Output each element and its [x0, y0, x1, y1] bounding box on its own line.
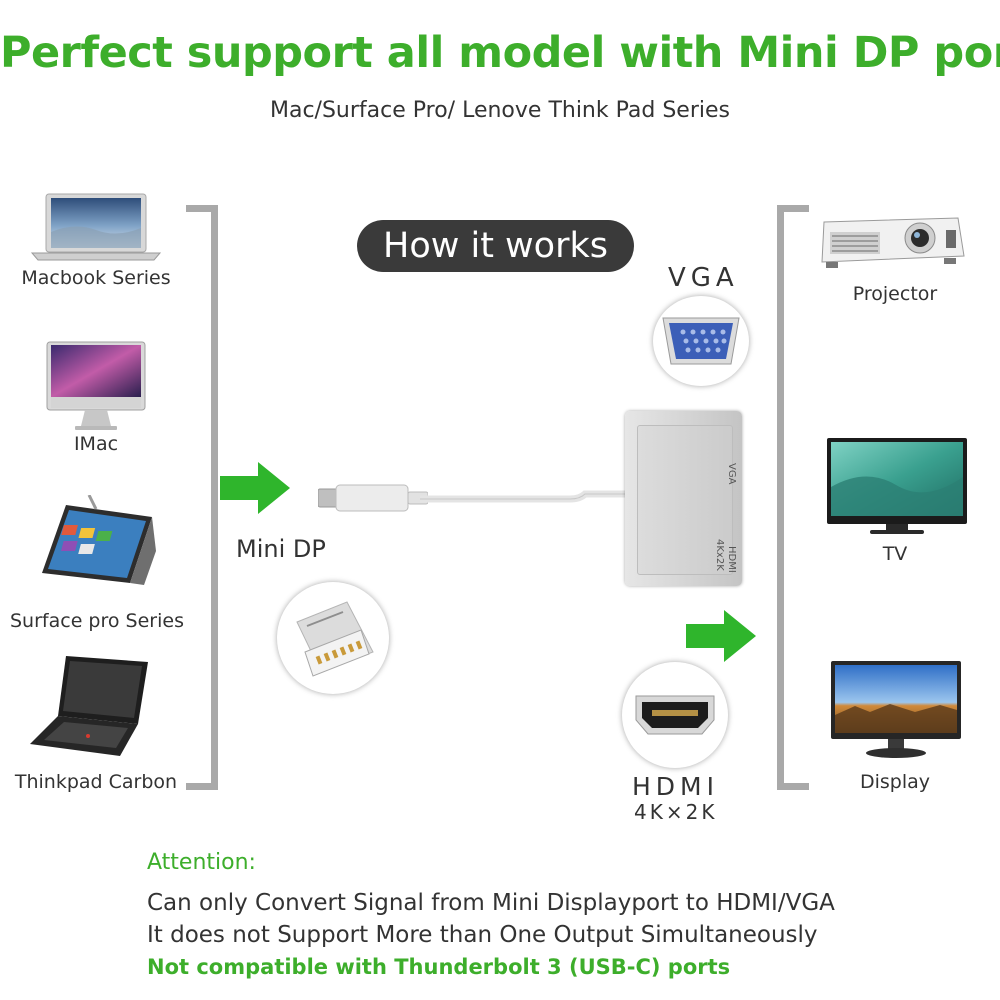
page-subtitle: Mac/Surface Pro/ Lenove Think Pad Series [270, 98, 730, 123]
laptop-icon [30, 193, 162, 261]
laptop-icon [30, 656, 148, 756]
output-label-display: Display [859, 771, 931, 793]
vga-port-closeup [653, 296, 749, 386]
projector-icon [821, 217, 965, 268]
surface-image [34, 494, 158, 587]
how-it-works-badge: How it works [357, 220, 634, 272]
attention-heading: Attention: [147, 850, 256, 875]
hdmi-label: HDMI [632, 772, 719, 801]
input-arrow-icon [220, 462, 292, 514]
adapter-hub: VGA 4Kx2K HDMI [625, 411, 742, 586]
thinkpad-image [28, 652, 154, 758]
attention-line-2: It does not Support More than One Output… [147, 922, 818, 948]
output-label-tv: TV [882, 543, 908, 565]
hub-4k-text: 4Kx2K [714, 539, 725, 571]
hdmi-resolution: 4K×2K [634, 800, 718, 824]
display-image [830, 660, 962, 760]
input-label-minidp: Mini DP [236, 535, 326, 563]
hdmi-port-closeup [622, 662, 728, 768]
source-label-thinkpad: Thinkpad Carbon [14, 771, 178, 793]
monitor-icon [831, 661, 961, 758]
tablet-icon [42, 494, 156, 585]
output-arrow-icon [686, 610, 758, 662]
output-label-projector: Projector [852, 283, 938, 305]
tv-image [826, 437, 968, 537]
page-title: Perfect support all model with Mini DP p… [0, 28, 1000, 78]
hub-hdmi-text: HDMI [726, 546, 737, 573]
attention-warning: Not compatible with Thunderbolt 3 (USB-C… [147, 955, 731, 979]
macbook-image [30, 192, 162, 262]
attention-line-1: Can only Convert Signal from Mini Displa… [147, 890, 835, 916]
adapter-cable [420, 489, 625, 509]
source-label-macbook: Macbook Series [21, 267, 171, 289]
minidp-port-closeup [277, 582, 389, 694]
desktop-computer-icon [46, 341, 146, 430]
hub-vga-text: VGA [726, 463, 737, 485]
source-label-imac: IMac [73, 433, 119, 455]
source-label-surface: Surface pro Series [10, 610, 184, 632]
source-bracket [186, 205, 218, 790]
projector-image [818, 212, 966, 272]
vga-label: VGA [668, 263, 739, 293]
minidp-plug [317, 483, 429, 513]
imac-image [45, 340, 147, 432]
tv-icon [827, 438, 967, 534]
output-bracket [777, 205, 809, 790]
